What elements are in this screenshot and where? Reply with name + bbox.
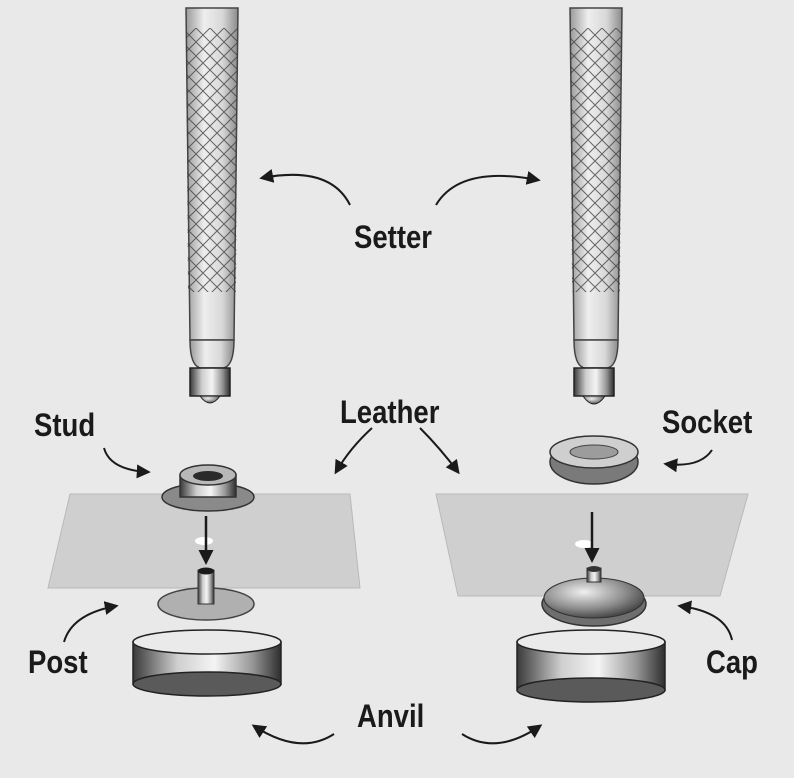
anvil-arrow-right	[461, 724, 543, 745]
post-part	[157, 567, 255, 621]
left-setter	[185, 7, 239, 404]
right-setter	[569, 7, 623, 405]
stud-part	[161, 464, 255, 512]
leather-label: Leather	[340, 394, 440, 430]
leather-arrow-right	[419, 427, 460, 475]
setter-label: Setter	[354, 219, 433, 255]
cap-arrow	[677, 600, 733, 641]
setter-arrow-right	[435, 171, 541, 206]
anvil-label: Anvil	[357, 698, 425, 734]
cap-label: Cap	[706, 644, 758, 680]
right-anvil	[516, 629, 666, 703]
post-arrow	[63, 601, 119, 643]
socket-part	[549, 435, 639, 485]
setter-arrow-left	[259, 169, 351, 206]
leather-arrow-left	[334, 427, 373, 475]
socket-arrow	[663, 449, 713, 473]
anvil-arrow-left	[251, 724, 335, 745]
cap-part	[541, 566, 647, 627]
socket-label: Socket	[662, 404, 753, 440]
stud-arrow	[103, 447, 151, 479]
post-label: Post	[28, 644, 88, 680]
left-anvil	[132, 629, 282, 697]
stud-label: Stud	[34, 407, 96, 443]
